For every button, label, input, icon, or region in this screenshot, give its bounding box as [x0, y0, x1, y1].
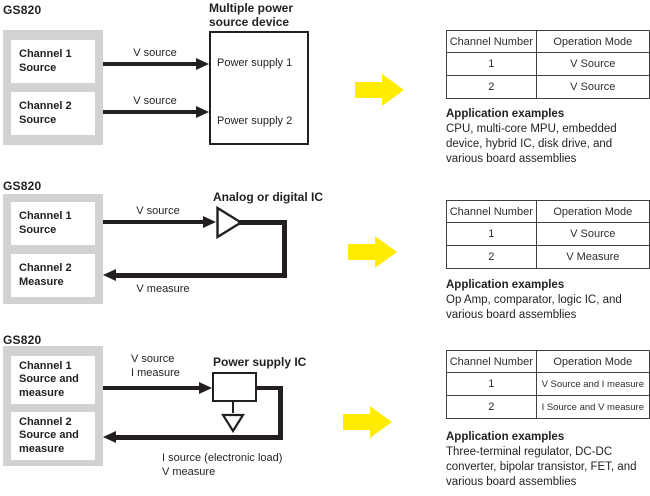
- table-row: 1 V Source: [446, 222, 650, 246]
- table-row: 1 V Source and I measure: [446, 372, 650, 396]
- block-arrow-shape: [348, 236, 397, 268]
- table-cell: I Source and V measure: [535, 395, 650, 419]
- operation-mode-table: Channel Number Operation Mode 1 V Source…: [446, 30, 650, 99]
- block-arrow-right-icon: [343, 406, 392, 438]
- arrow-head-right-icon: [203, 216, 216, 228]
- feedback-line-right: [282, 220, 287, 278]
- application-examples-title: Application examples: [446, 108, 565, 120]
- output-line-top: [257, 386, 283, 390]
- channel-1-box: Channel 1 Source: [11, 202, 95, 245]
- application-examples-text: Three-terminal regulator, DC-DC converte…: [446, 446, 637, 489]
- target-device-title: Analog or digital IC: [213, 190, 323, 204]
- table-cell: V Source: [535, 75, 650, 99]
- table-header-cell: Operation Mode: [535, 30, 650, 53]
- table-header-cell: Operation Mode: [535, 350, 650, 373]
- arrow-head-right-icon: [196, 58, 209, 70]
- target-device-title: Multiple power source device: [209, 1, 293, 30]
- power-supply-1-label: Power supply 1: [217, 57, 293, 69]
- output-triangle-icon: [221, 413, 245, 433]
- table-cell: V Source and I measure: [535, 372, 650, 396]
- channel-1-label: Channel 1 Source: [19, 210, 72, 236]
- application-examples-title: Application examples: [446, 279, 565, 291]
- operation-mode-table: Channel Number Operation Mode 1 V Source…: [446, 200, 650, 269]
- channel-1-label: Channel 1 Source and measure: [19, 359, 79, 399]
- application-examples-text: CPU, multi-core MPU, embedded device, hy…: [446, 123, 617, 166]
- power-source-device-box: Power supply 1 Power supply 2: [209, 31, 309, 145]
- table-row: 2 V Measure: [446, 245, 650, 269]
- table-row: 2 V Source: [446, 75, 650, 99]
- table-cell: 1: [446, 52, 537, 76]
- output-triangle-shape: [221, 413, 245, 433]
- gs820-label: GS820: [3, 179, 42, 193]
- application-examples-text: Op Amp, comparator, logic IC, and variou…: [446, 294, 622, 322]
- v-source-label: V source: [136, 205, 180, 217]
- arrow-line: [103, 220, 203, 224]
- gs820-label: GS820: [3, 3, 42, 17]
- table-cell: 2: [446, 245, 537, 269]
- channel-2-label: Channel 2 Source: [19, 100, 72, 126]
- block-arrow-shape: [355, 74, 404, 106]
- table-header-row: Channel Number Operation Mode: [446, 350, 650, 373]
- table-row: 2 I Source and V measure: [446, 395, 650, 419]
- channel-1-label: Channel 1 Source: [19, 48, 72, 74]
- channel-2-box: Channel 2 Source and measure: [11, 412, 95, 460]
- table-header-cell: Channel Number: [446, 350, 537, 373]
- channel-1-box: Channel 1 Source: [11, 40, 95, 83]
- output-line-bottom: [114, 435, 283, 440]
- arrow-line: [103, 62, 196, 66]
- channel-2-box: Channel 2 Source: [11, 92, 95, 135]
- block-arrow-right-icon: [348, 236, 397, 268]
- arrow-head-right-icon: [199, 382, 212, 394]
- i-source-v-measure-label: I source (electronic load) V measure: [162, 452, 283, 479]
- opamp-triangle-icon: [216, 206, 243, 239]
- table-header-row: Channel Number Operation Mode: [446, 200, 650, 223]
- output-stem-line: [232, 400, 234, 413]
- block-arrow-shape: [343, 406, 392, 438]
- operation-mode-table: Channel Number Operation Mode 1 V Source…: [446, 350, 650, 419]
- arrow-line: [103, 110, 196, 114]
- opamp-triangle-shape: [216, 206, 243, 239]
- gs820-label: GS820: [3, 333, 42, 347]
- arrow-line: [103, 386, 199, 390]
- table-row: 1 V Source: [446, 52, 650, 76]
- v-source-i-measure-label: V source I measure: [131, 353, 180, 380]
- channel-2-label: Channel 2 Source and measure: [19, 415, 79, 455]
- v-measure-label: V measure: [136, 283, 190, 295]
- arrow-head-left-icon: [103, 269, 116, 281]
- power-supply-2-label: Power supply 2: [217, 115, 293, 127]
- table-cell: 1: [446, 372, 537, 396]
- target-device-title: Power supply IC: [213, 355, 307, 369]
- table-header-cell: Channel Number: [446, 200, 537, 223]
- power-supply-ic-box: [212, 372, 257, 402]
- v-source-label: V source: [133, 95, 177, 107]
- feedback-line-top: [238, 220, 287, 225]
- feedback-line-bottom: [114, 273, 287, 278]
- table-cell: V Source: [535, 52, 650, 76]
- channel-2-label: Channel 2 Measure: [19, 262, 72, 288]
- output-line-right: [278, 386, 283, 440]
- block-arrow-right-icon: [355, 74, 404, 106]
- table-cell: 2: [446, 395, 537, 419]
- table-cell: V Source: [535, 222, 650, 246]
- arrow-head-right-icon: [196, 106, 209, 118]
- arrow-head-left-icon: [103, 431, 116, 443]
- table-cell: V Measure: [535, 245, 650, 269]
- table-cell: 1: [446, 222, 537, 246]
- table-header-row: Channel Number Operation Mode: [446, 30, 650, 53]
- v-source-label: V source: [133, 47, 177, 59]
- channel-2-box: Channel 2 Measure: [11, 254, 95, 297]
- channel-1-box: Channel 1 Source and measure: [11, 356, 95, 404]
- application-examples-title: Application examples: [446, 431, 565, 443]
